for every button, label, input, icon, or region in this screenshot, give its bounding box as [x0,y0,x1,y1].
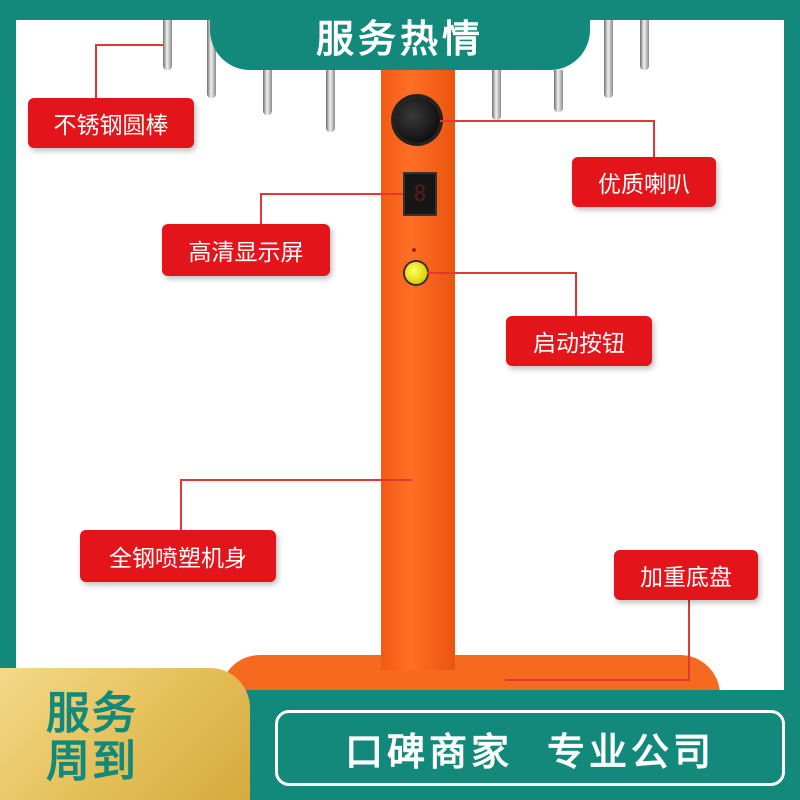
top-banner: 服务热情 [210,0,590,70]
footer-badge-line1: 服务 [46,688,138,739]
left-border [0,0,16,800]
label-base: 加重底盘 [614,550,758,600]
leader-line-start-button [427,272,577,274]
steel-rod [640,20,649,70]
steel-rod [163,20,172,70]
leader-line-base [688,598,690,681]
label-body: 全钢喷塑机身 [80,530,276,582]
footer-slogan: 口碑商家 专业公司 [275,710,785,786]
leader-line-rods [95,44,163,46]
label-base-text: 加重底盘 [640,565,732,591]
leader-line-display [260,193,262,226]
label-body-text: 全钢喷塑机身 [109,546,247,572]
steel-rod [207,20,216,98]
slogan-left: 口碑商家 [344,729,513,774]
digital-display: 8 [403,172,437,216]
leader-line-speaker [440,120,655,122]
start-button-icon [405,262,427,284]
banner-title: 服务热情 [315,16,484,61]
steel-rod [604,20,613,98]
label-speaker-text: 优质喇叭 [598,172,690,198]
label-start-button-text: 启动按钮 [533,331,625,357]
steel-body-pole [381,70,455,670]
leader-line-start-button [575,272,577,317]
label-display: 高清显示屏 [162,224,330,276]
steel-rod [263,70,272,115]
display-digit: 8 [413,181,427,207]
label-speaker: 优质喇叭 [572,157,716,207]
label-rods: 不锈钢圆棒 [28,98,194,148]
footer-badge-text: 服务 周到 [46,690,216,786]
leader-line-rods [95,44,97,100]
label-display-text: 高清显示屏 [188,240,304,266]
footer-badge [0,668,250,800]
leader-line-body [180,479,412,481]
label-start-button: 启动按钮 [506,316,652,366]
indicator-dot [412,248,416,252]
leader-line-body [180,479,182,531]
steel-rod [554,70,563,112]
slogan-right: 专业公司 [547,729,716,774]
label-rods-text: 不锈钢圆棒 [53,113,169,139]
leader-line-speaker [653,120,655,160]
footer-badge-line2: 周到 [46,736,138,787]
steel-rod [326,70,335,132]
leader-line-base [505,679,690,681]
speaker-icon [394,97,440,143]
leader-line-display [260,193,403,195]
right-border [784,0,800,800]
steel-rod [492,70,501,120]
